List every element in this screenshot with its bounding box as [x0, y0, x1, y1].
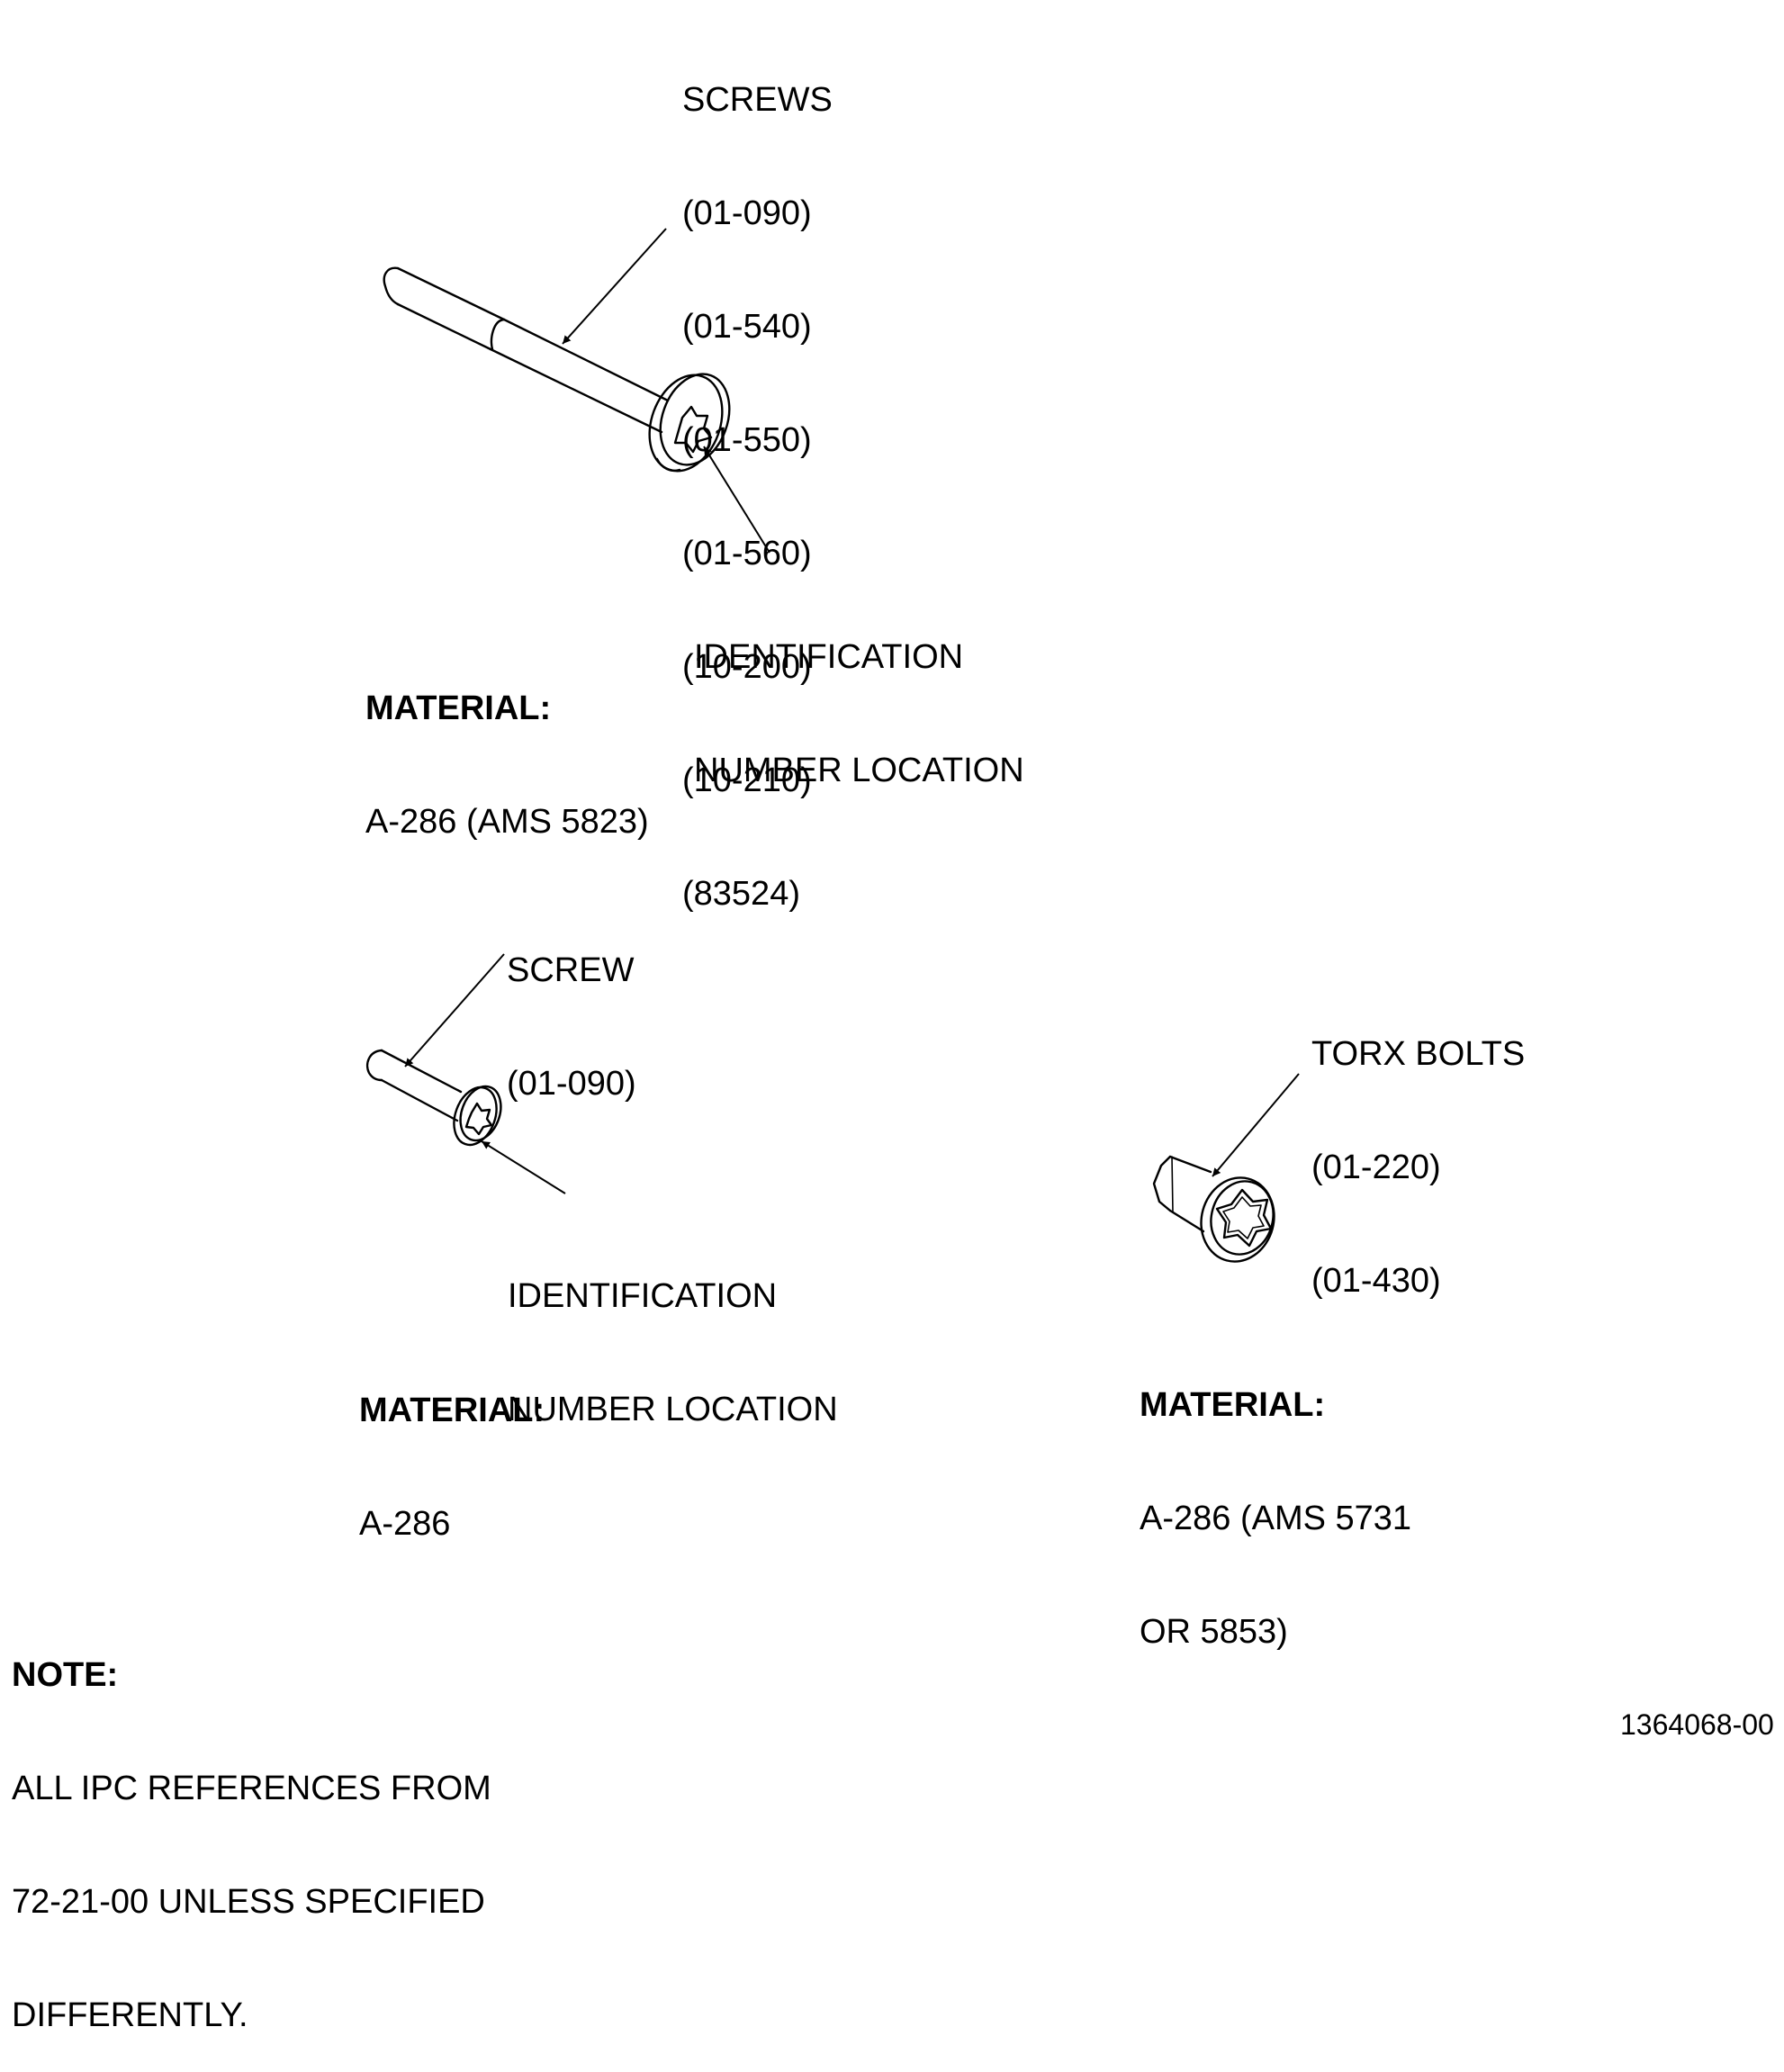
- material-value: A-286 (AMS 5823): [365, 803, 649, 841]
- short-screw-material: MATERIAL: A-286: [359, 1316, 545, 1581]
- material-label: MATERIAL:: [359, 1392, 545, 1429]
- torx-bolt-part-leader: [1212, 1073, 1300, 1177]
- short-screw-part-leader: [404, 953, 505, 1068]
- short-screw-callout: SCREW (01-090): [507, 876, 636, 1140]
- material-label: MATERIAL:: [1140, 1386, 1326, 1424]
- id-label-line-1: IDENTIFICATION: [508, 1277, 778, 1315]
- id-label-line-2: NUMBER LOCATION: [694, 752, 1024, 789]
- parts-illustration: [365, 228, 1300, 1263]
- short-screw-drawing: [365, 1049, 502, 1147]
- torx-bolt-ref: (01-220): [1311, 1149, 1441, 1186]
- short-screw-id-leader: [481, 1140, 566, 1194]
- long-screw-ref: (01-550): [682, 421, 812, 459]
- figure-number: 1364068-00: [1620, 1708, 1774, 1741]
- short-screw-ref: (01-090): [507, 1065, 636, 1103]
- long-screw-callout: SCREWS (01-090) (01-540) (01-550) (01-56…: [682, 5, 833, 950]
- note-line: 72-21-00 UNLESS SPECIFIED: [12, 1883, 485, 1921]
- material-value-line-2: OR 5853): [1140, 1613, 1288, 1651]
- long-screw-ref: (83524): [682, 875, 800, 913]
- id-label-line-2: NUMBER LOCATION: [508, 1391, 838, 1428]
- torx-bolt-drawing: [1152, 1155, 1275, 1263]
- material-value: A-286: [359, 1505, 451, 1543]
- note-label: NOTE:: [12, 1656, 119, 1694]
- long-screw-title: SCREWS: [682, 81, 833, 119]
- torx-bolt-title: TORX BOLTS: [1311, 1035, 1526, 1073]
- note-line: DIFFERENTLY.: [12, 1996, 248, 2034]
- torx-bolt-callout: TORX BOLTS (01-220) (01-430): [1311, 959, 1525, 1338]
- long-screw-part-leader: [562, 228, 667, 345]
- id-label-line-1: IDENTIFICATION: [694, 638, 964, 676]
- torx-bolt-material: MATERIAL: A-286 (AMS 5731 OR 5853): [1140, 1311, 1411, 1689]
- long-screw-ref: (01-090): [682, 194, 812, 232]
- note-line: ALL IPC REFERENCES FROM: [12, 1770, 491, 1807]
- short-screw-id-callout: IDENTIFICATION NUMBER LOCATION: [508, 1202, 838, 1466]
- torx-bolt-ref: (01-430): [1311, 1262, 1441, 1300]
- long-screw-ref: (01-560): [682, 535, 812, 572]
- long-screw-drawing: [383, 266, 731, 473]
- long-screw-id-callout: IDENTIFICATION NUMBER LOCATION: [694, 563, 1024, 827]
- material-label: MATERIAL:: [365, 689, 552, 727]
- long-screw-ref: (10-200): [682, 648, 812, 686]
- long-screw-material: MATERIAL: A-286 (AMS 5823): [365, 614, 649, 878]
- material-value-line-1: A-286 (AMS 5731: [1140, 1500, 1412, 1537]
- long-screw-id-leader: [703, 446, 770, 554]
- note-block: NOTE: ALL IPC REFERENCES FROM 72-21-00 U…: [12, 1581, 491, 2072]
- long-screw-ref: (01-540): [682, 308, 812, 346]
- long-screw-ref: (10-210): [682, 761, 812, 799]
- short-screw-title: SCREW: [507, 951, 635, 989]
